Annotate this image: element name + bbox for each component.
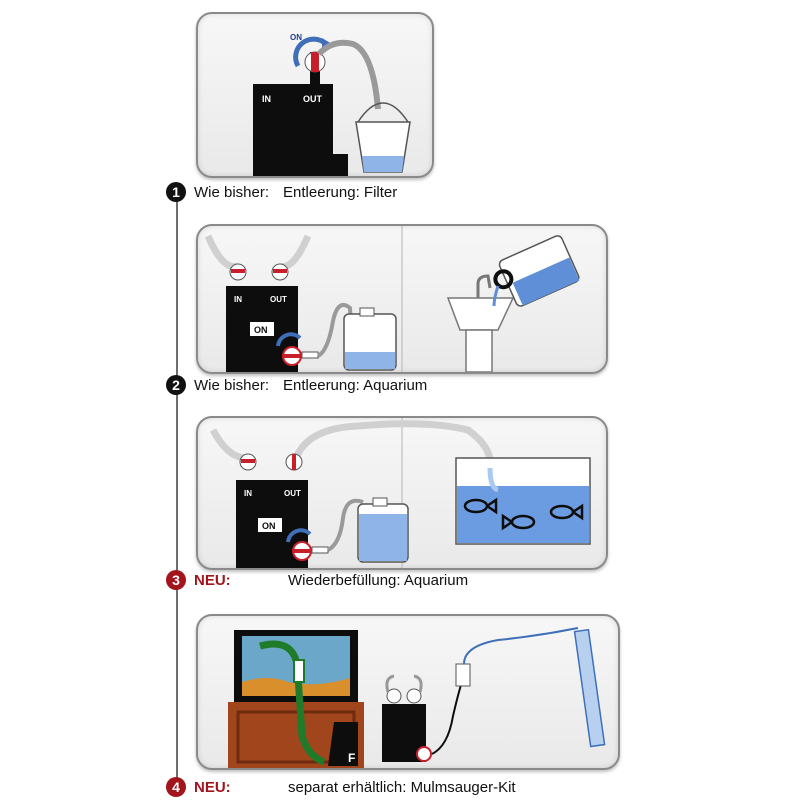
step-2: 2 Wie bisher: Entleerung: Aquarium [166, 375, 427, 395]
on-button-label: ON [262, 521, 276, 531]
step-2-number: 2 [166, 375, 186, 395]
step-4: 4 NEU: separat erhältlich: Mulmsauger-Ki… [166, 777, 516, 797]
step-3-text: Wiederbefüllung: Aquarium [288, 571, 469, 589]
fish-icon [501, 513, 536, 531]
valve-knob-icon [406, 688, 422, 704]
step-1-number: 1 [166, 182, 186, 202]
step-timeline-line [176, 195, 178, 785]
in-label: IN [262, 94, 271, 104]
filter-drain-illustration: IN OUT ON [253, 33, 411, 176]
in-label: IN [234, 295, 242, 304]
drain-hose [316, 39, 381, 110]
drain-hose [316, 303, 355, 362]
step-3-number: 3 [166, 570, 186, 590]
on-button-label: ON [254, 325, 268, 335]
rotate-arrow-icon [276, 332, 302, 347]
on-button [258, 518, 282, 532]
panel-aquarium-refill: IN OUT ON [196, 416, 608, 570]
step-1-prefix: Wie bisher: [194, 183, 270, 201]
step-3: 3 NEU: Wiederbefüllung: Aquarium [166, 570, 468, 590]
out-label: OUT [303, 94, 323, 104]
fish-icon [549, 503, 584, 521]
panel-aquarium-drain: IN OUT ON [196, 224, 608, 374]
out-label: OUT [270, 295, 287, 304]
vacuum-tube-icon [573, 628, 606, 748]
step-4-prefix: NEU: [194, 778, 231, 796]
filter-letter: F [348, 751, 355, 765]
valve-knob-icon [416, 746, 432, 762]
fish-icon [463, 497, 498, 515]
aquarium-refill-illustration: IN OUT ON [209, 418, 591, 568]
step-4-number: 4 [166, 777, 186, 797]
in-label: IN [244, 489, 252, 498]
rotate-arrow-icon [293, 36, 328, 68]
step-1-text: Entleerung: Filter [283, 183, 398, 201]
flow-regulator [455, 663, 471, 687]
panel-gravel-vacuum-kit: F [196, 614, 620, 770]
on-rotation-label: ON [290, 33, 302, 42]
gravel-vacuum-illustration: F [228, 627, 606, 768]
step-3-prefix: NEU: [194, 571, 231, 589]
out-label: OUT [284, 489, 301, 498]
panel-filter-drain: IN OUT ON [196, 12, 434, 178]
rotate-arrow-icon [286, 528, 312, 543]
step-2-prefix: Wie bisher: [194, 376, 270, 394]
valve-knob-icon [386, 688, 402, 704]
refill-hose [292, 420, 494, 469]
step-4-text: separat erhältlich: Mulmsauger-Kit [288, 778, 516, 796]
filter-body [328, 722, 358, 766]
step-2-text: Entleerung: Aquarium [283, 376, 428, 394]
sink-icon [446, 297, 515, 331]
step-1: 1 Wie bisher: Entleerung: Filter [166, 182, 397, 202]
pouring-canister-icon [493, 235, 580, 307]
on-button [250, 322, 274, 336]
aquarium-drain-illustration: IN OUT ON [204, 226, 580, 372]
